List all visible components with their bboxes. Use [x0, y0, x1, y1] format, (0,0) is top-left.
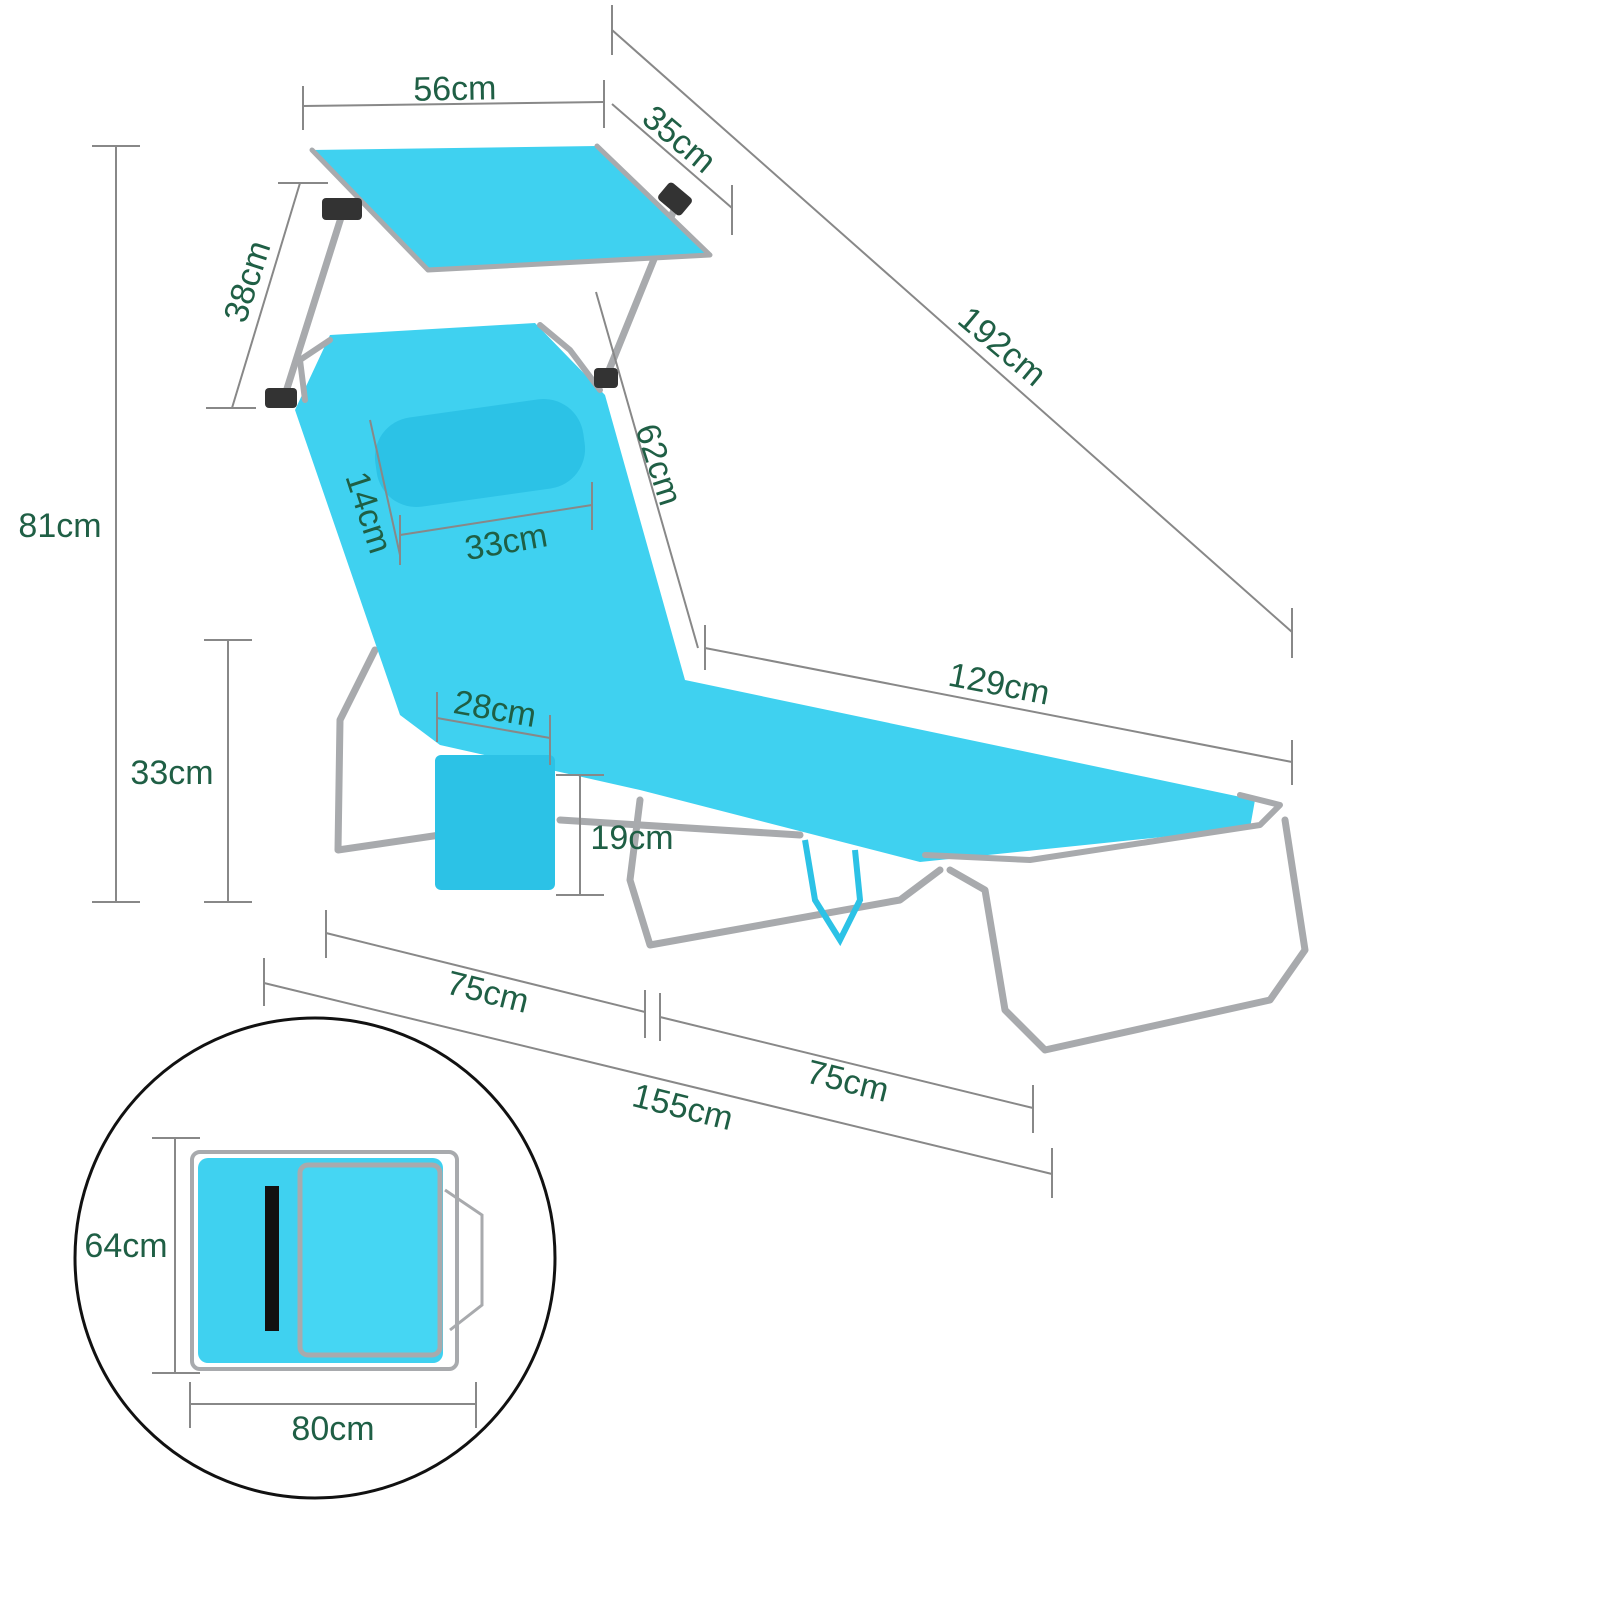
folded-view-inset [73, 1016, 557, 1500]
label-frame-section-1: 75cm [443, 964, 533, 1021]
label-folded-width: 80cm [291, 1410, 374, 1448]
folded-strap [265, 1186, 279, 1331]
label-folded-height: 64cm [84, 1227, 167, 1265]
label-backrest-length: 62cm [628, 419, 690, 510]
canopy [312, 146, 710, 270]
pillow [374, 399, 586, 507]
canopy-joint-icon [322, 198, 362, 220]
carry-strap [802, 839, 864, 947]
label-seat-height: 33cm [130, 754, 213, 792]
canopy-joint-icon [594, 368, 618, 388]
dimension-lines [92, 5, 1293, 1198]
canopy-joint-icon [265, 388, 297, 408]
label-pocket-height: 19cm [590, 819, 673, 857]
rear-leg-frame [334, 646, 444, 854]
middle-leg-frame [626, 796, 944, 949]
label-frame-length: 155cm [629, 1077, 737, 1139]
label-frame-section-2: 75cm [803, 1053, 893, 1110]
canopy-joint-icon [658, 182, 692, 216]
label-seat-length: 129cm [945, 656, 1052, 713]
label-total-length: 192cm [951, 299, 1054, 394]
label-canopy-depth: 35cm [635, 98, 723, 181]
cross-bar [556, 816, 804, 839]
label-canopy-width: 56cm [413, 69, 497, 108]
canopy-support-left [281, 201, 349, 399]
lounger [265, 143, 1309, 1054]
front-leg-frame [946, 816, 1309, 1054]
side-pocket [435, 755, 555, 890]
label-total-height: 81cm [18, 507, 101, 545]
